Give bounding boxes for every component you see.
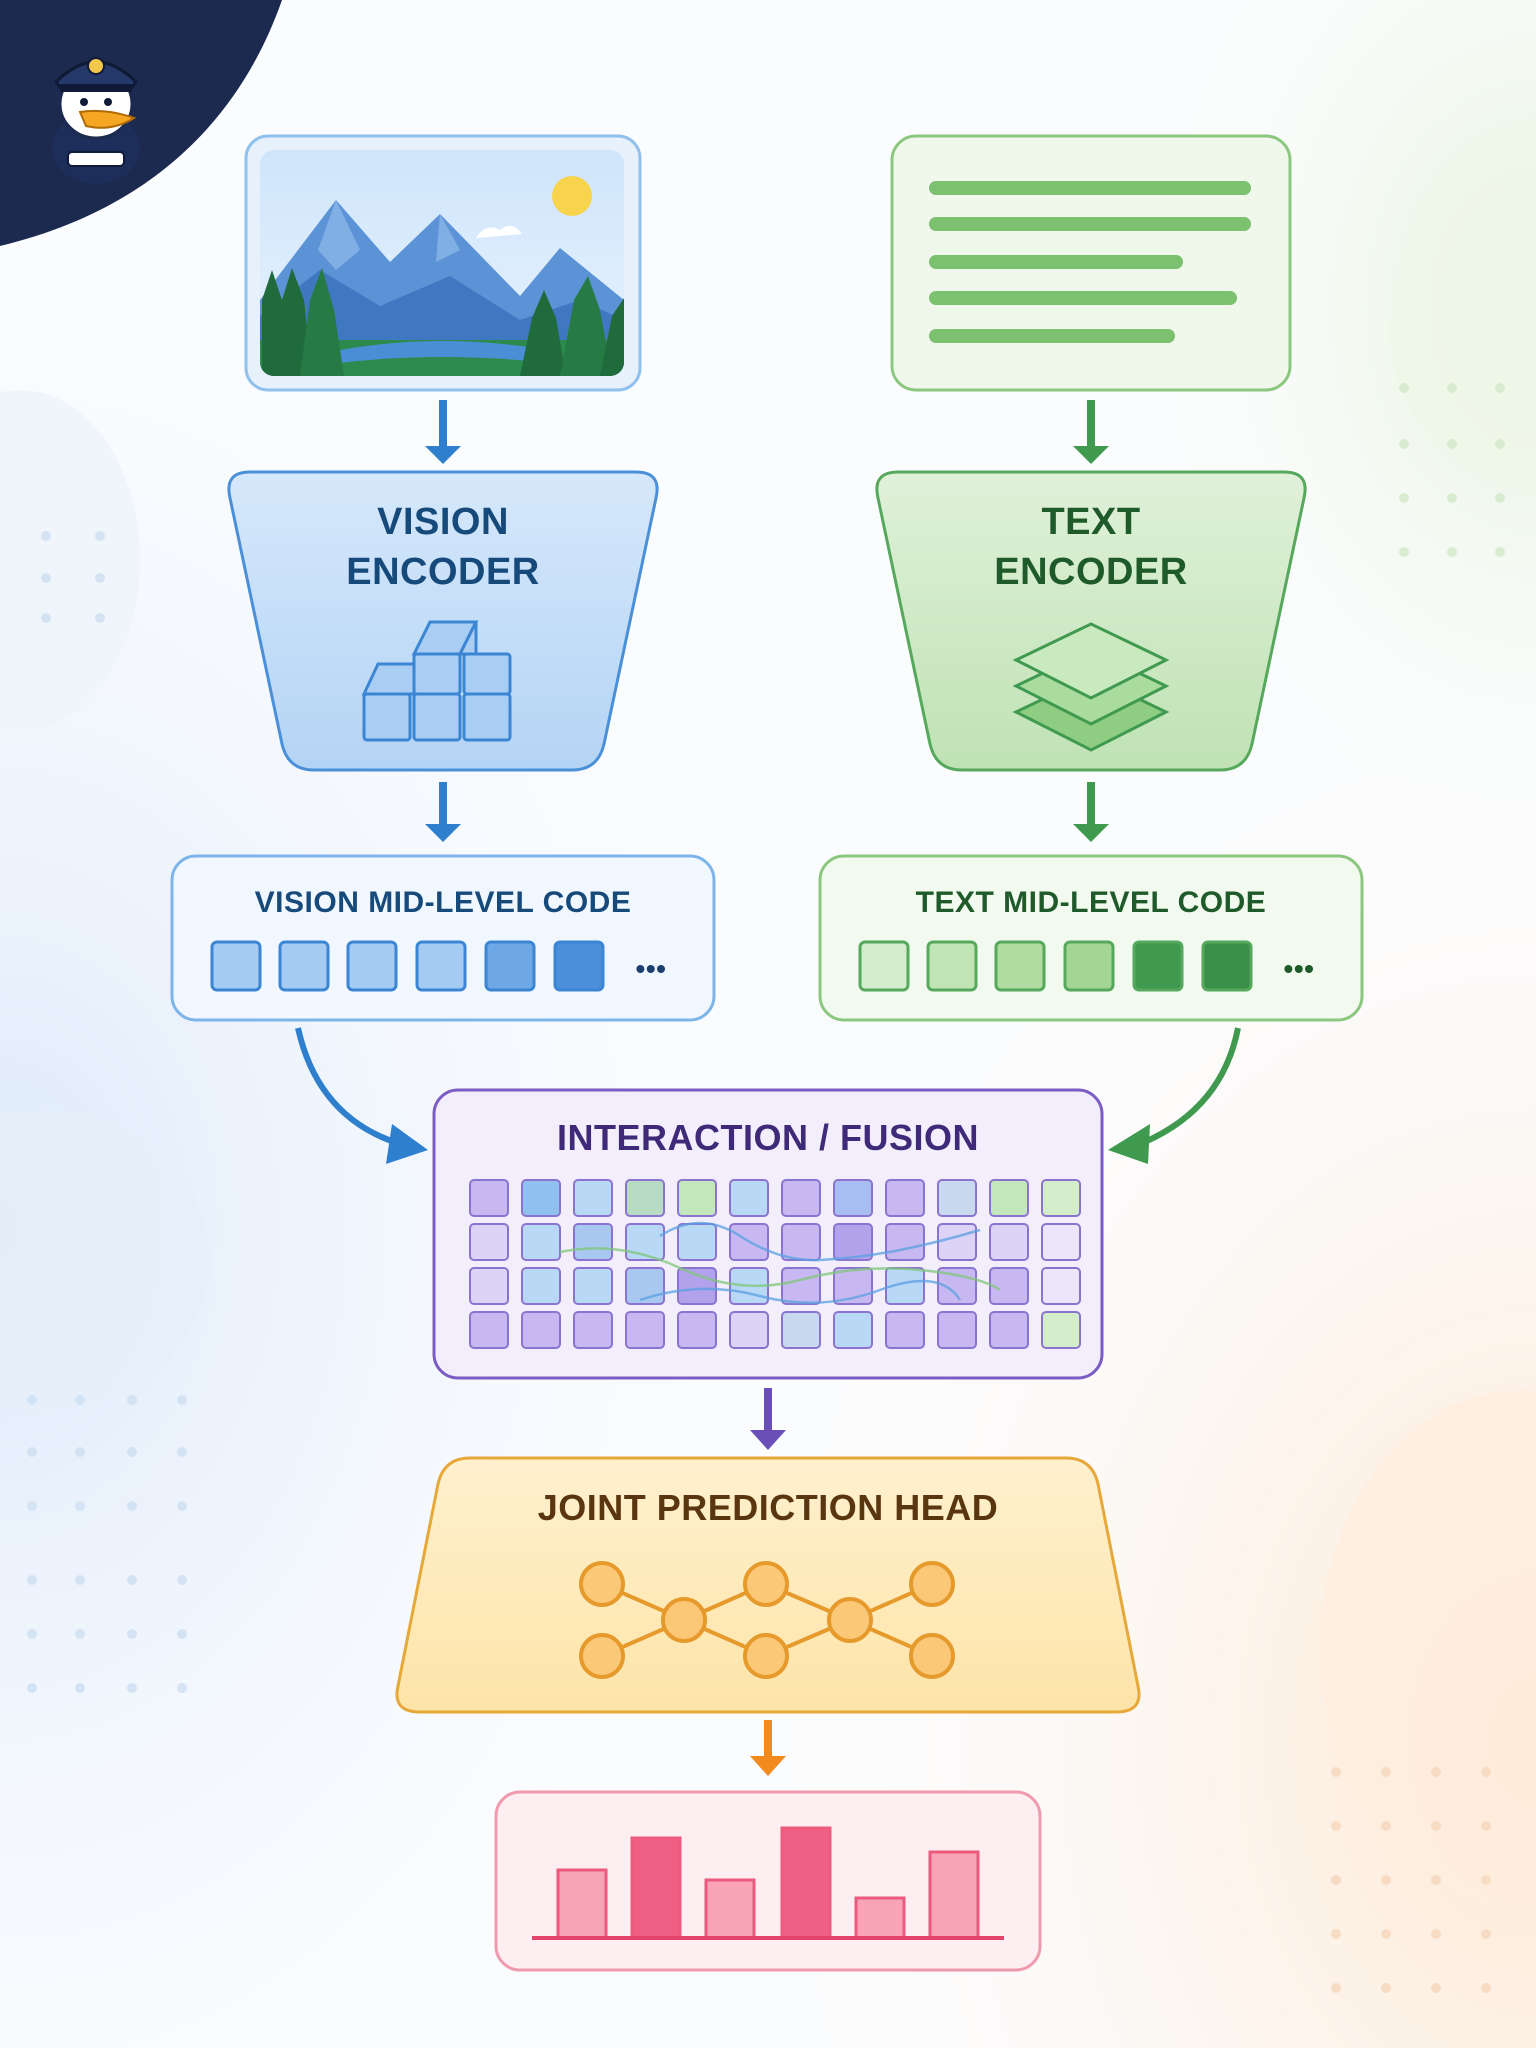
vision-mid-level-code: VISION MID-LEVEL CODE ••• (170, 854, 716, 1022)
text-code-ellipsis: ••• (1284, 953, 1315, 984)
bar-chart-icon (532, 1826, 1004, 1940)
fusion-grid-cell (989, 1223, 1029, 1261)
decorative-dots-left (41, 531, 105, 623)
corner-banner (0, 0, 282, 246)
landscape-image-icon (260, 150, 624, 376)
interaction-fusion-block: INTERACTION / FUSION (432, 1088, 1104, 1380)
cube-blocks-icon (361, 620, 512, 742)
text-encoder-title-line1: TEXT (1041, 501, 1140, 543)
fusion-grid-cell (1041, 1223, 1081, 1261)
fusion-grid-cell (989, 1267, 1029, 1305)
fusion-grid-cell (573, 1223, 613, 1261)
fusion-grid-cell (521, 1223, 561, 1261)
fusion-grid-cell (625, 1223, 665, 1261)
vision-encoder-title-line1: VISION (377, 501, 509, 543)
vision-encoder-arrowhead (425, 824, 461, 842)
vision-encoder: VISION ENCODER (227, 470, 659, 772)
fusion-grid-cell (833, 1179, 873, 1217)
text-document-card (890, 134, 1292, 392)
fusion-title: INTERACTION / FUSION (557, 1117, 979, 1158)
head-title: JOINT PREDICTION HEAD (538, 1487, 999, 1528)
fusion-grid-cell (625, 1311, 665, 1349)
fusion-grid-cell (469, 1223, 509, 1261)
fusion-grid-cell (625, 1179, 665, 1217)
fusion-grid-cell (937, 1311, 977, 1349)
fusion-grid-cell (521, 1311, 561, 1349)
vision-image-arrowhead (425, 446, 461, 464)
fusion-grid-cell (781, 1223, 821, 1261)
decorative-dots-left-lower (27, 1395, 187, 1693)
fusion-grid-cell (885, 1223, 925, 1261)
fusion-grid-cell (1041, 1267, 1081, 1305)
fusion-grid-cell (573, 1179, 613, 1217)
text-encoder-arrowhead (1073, 824, 1109, 842)
vision-code-tokens (210, 940, 605, 992)
fusion-wave-lines (559, 1221, 1001, 1304)
text-document-icon (929, 181, 1251, 343)
text-to-fusion-arrow (1138, 1027, 1241, 1147)
fusion-grid-cell (677, 1267, 717, 1305)
fusion-grid-cell (989, 1179, 1029, 1217)
fusion-arrowhead (750, 1430, 786, 1450)
fusion-grid-cell (573, 1311, 613, 1349)
text-to-fusion-arrowhead (1108, 1124, 1150, 1164)
joint-prediction-head: JOINT PREDICTION HEAD (395, 1456, 1141, 1714)
fusion-grid-cell (885, 1179, 925, 1217)
vision-to-fusion-arrow (295, 1027, 401, 1147)
fusion-grid-cell (521, 1179, 561, 1217)
text-code-tokens (858, 940, 1253, 992)
fusion-grid-cell (989, 1311, 1029, 1349)
fusion-grid-cell (729, 1179, 769, 1217)
duck-captain-mascot (52, 57, 140, 184)
fusion-grid-cell (1041, 1179, 1081, 1217)
text-code-title: TEXT MID-LEVEL CODE (916, 886, 1267, 919)
text-mid-level-code: TEXT MID-LEVEL CODE ••• (818, 854, 1364, 1022)
fusion-grid-cell (469, 1311, 509, 1349)
fusion-grid-cell (677, 1223, 717, 1261)
vision-code-ellipsis: ••• (636, 953, 667, 984)
text-doc-arrowhead (1073, 446, 1109, 464)
text-encoder: TEXT ENCODER (875, 470, 1307, 772)
fusion-grid-cell (833, 1223, 873, 1261)
vision-encoder-title-line2: ENCODER (346, 551, 540, 593)
vision-to-fusion-arrowhead (386, 1124, 428, 1164)
fusion-grid-cell (573, 1267, 613, 1305)
fusion-grid-cell (833, 1311, 873, 1349)
fusion-grid-cell (781, 1267, 821, 1305)
fusion-grid-cell (885, 1311, 925, 1349)
vision-code-title: VISION MID-LEVEL CODE (255, 886, 632, 919)
fusion-grid-cell (781, 1311, 821, 1349)
fusion-grid-cell (677, 1311, 717, 1349)
stacked-layers-icon (1012, 622, 1170, 752)
fusion-grid-cell (677, 1179, 717, 1217)
fusion-grid-cell (729, 1311, 769, 1349)
head-arrowhead (750, 1756, 786, 1776)
fusion-grid-cell (469, 1267, 509, 1305)
decorative-dots-right-lower (1331, 1767, 1491, 1993)
vision-image-card (244, 134, 642, 392)
decorative-dots-right (1399, 383, 1505, 557)
fusion-grid-cell (781, 1179, 821, 1217)
fusion-grid-cell (1041, 1311, 1081, 1349)
fusion-grid-cell (937, 1179, 977, 1217)
network-graph-icon (579, 1561, 955, 1679)
fusion-grid-cell (937, 1223, 977, 1261)
text-encoder-title-line2: ENCODER (994, 551, 1188, 593)
fusion-grid-cell (469, 1179, 509, 1217)
output-prediction-card (494, 1790, 1042, 1972)
fusion-grid-cell (521, 1267, 561, 1305)
